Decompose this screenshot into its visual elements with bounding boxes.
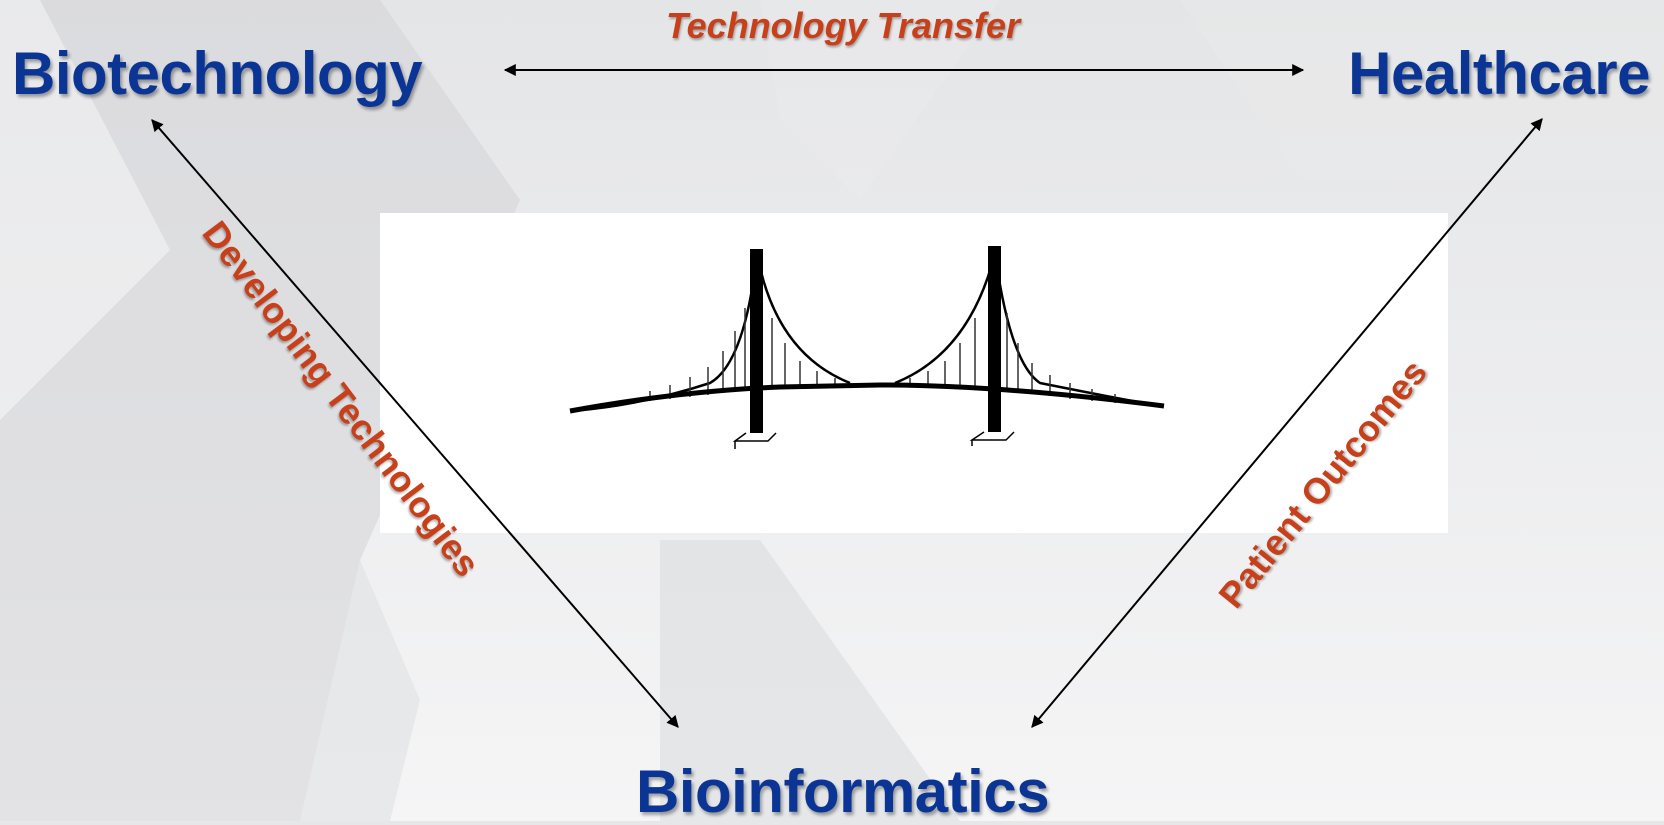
suspension-bridge-icon — [569, 246, 1165, 449]
bridge-image-panel — [380, 213, 1448, 533]
edge-label-technology-transfer: Technology Transfer — [666, 5, 1021, 46]
node-bioinformatics: Bioinformatics — [636, 758, 1050, 825]
node-healthcare: Healthcare — [1348, 40, 1650, 107]
node-biotechnology: Biotechnology — [12, 40, 423, 107]
